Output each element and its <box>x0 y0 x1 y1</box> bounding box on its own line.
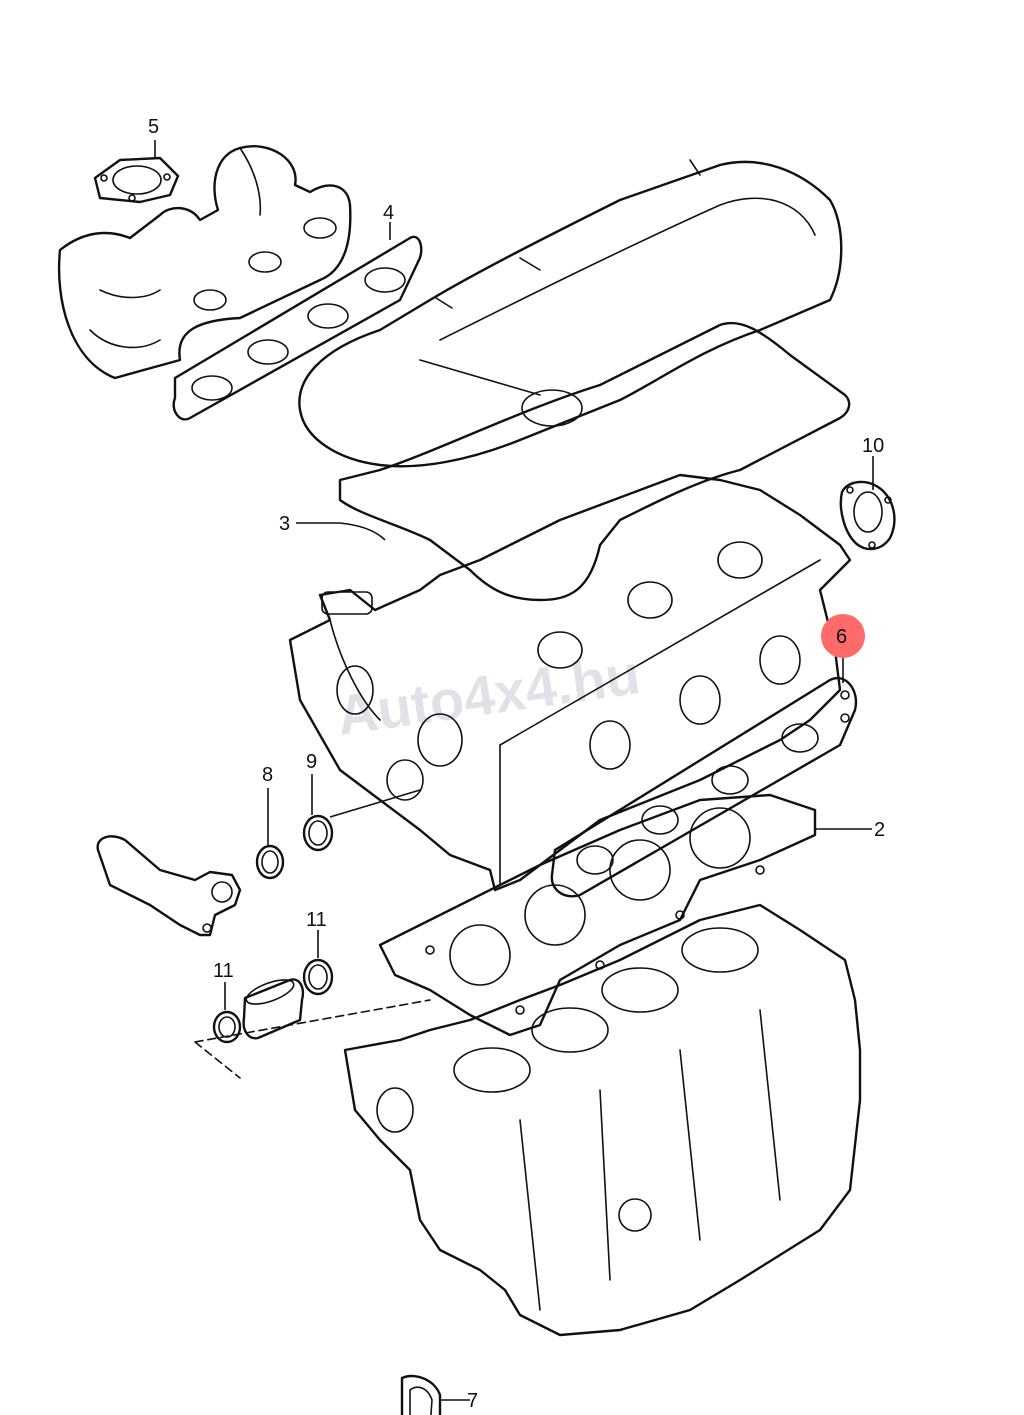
o-ring-9-part[interactable] <box>302 814 334 852</box>
small-gasket-part[interactable] <box>839 480 896 551</box>
leader-lines <box>154 140 874 1401</box>
valve-cover-part[interactable] <box>298 159 843 468</box>
callout-8[interactable]: 8 <box>262 764 273 786</box>
callout-7[interactable]: 7 <box>467 1390 478 1412</box>
callout-9[interactable]: 9 <box>306 751 317 773</box>
callout-5[interactable]: 5 <box>148 116 159 138</box>
cylinder-head-part[interactable] <box>288 473 852 892</box>
manifold-gasket-part[interactable] <box>172 235 423 421</box>
pipe-connector-part[interactable] <box>242 975 304 1040</box>
o-ring-8-part[interactable] <box>255 844 285 880</box>
engine-block-part[interactable] <box>343 903 862 1337</box>
callout-10[interactable]: 10 <box>862 435 884 457</box>
callout-3[interactable]: 3 <box>279 513 290 535</box>
head-gasket-part[interactable] <box>378 793 817 1037</box>
callout-11-left[interactable]: 11 <box>213 960 234 982</box>
callout-4[interactable]: 4 <box>383 202 394 224</box>
valve-cover-gasket-part[interactable] <box>338 321 851 602</box>
connector-dashed-guide <box>194 999 431 1079</box>
flange-gasket-part[interactable] <box>93 156 180 204</box>
callout-11-right[interactable]: 11 <box>306 909 327 931</box>
water-pipe-part[interactable] <box>96 835 242 937</box>
o-ring-11-left-part[interactable] <box>212 1010 242 1044</box>
manifold-part[interactable] <box>57 145 352 380</box>
watermark-text: Auto4x4.hu <box>333 642 644 747</box>
rear-gasket-part[interactable] <box>400 1374 442 1415</box>
highlight-circle-6 <box>821 614 865 658</box>
callout-2[interactable]: 2 <box>874 819 885 841</box>
callout-6[interactable]: 6 <box>836 626 847 648</box>
o-ring-11-right-part[interactable] <box>302 958 334 996</box>
